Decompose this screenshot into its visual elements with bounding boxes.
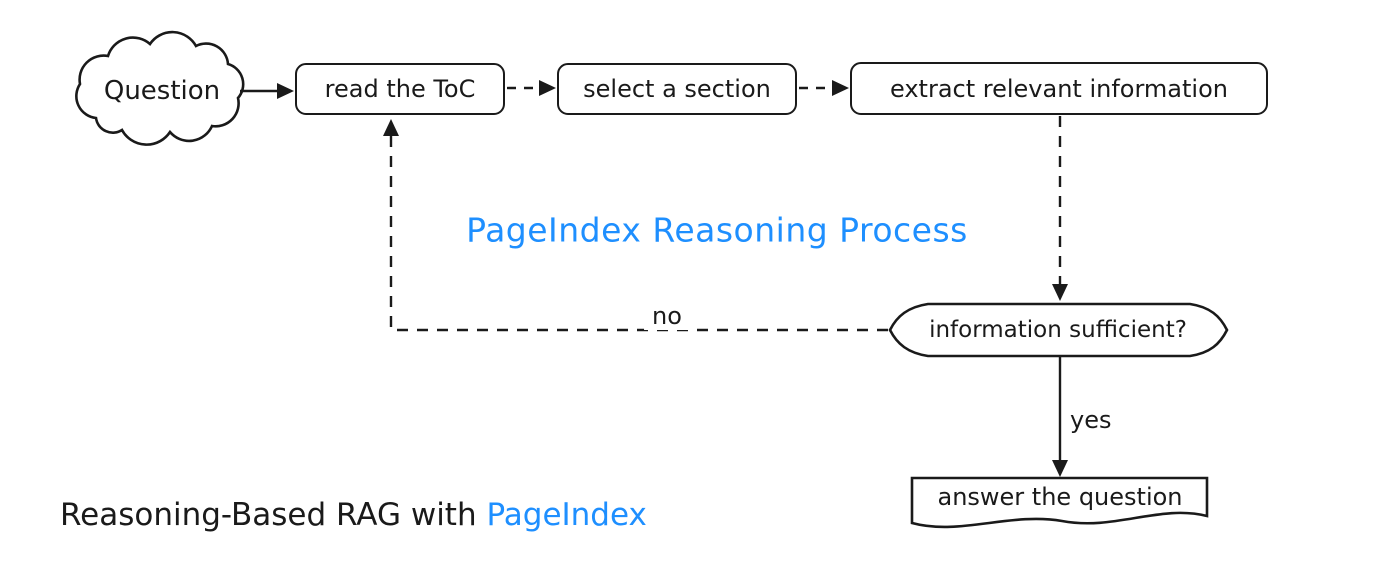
answer-label: answer the question	[937, 483, 1183, 511]
question-node-label: Question	[103, 76, 221, 106]
arrowhead-yes	[1052, 460, 1068, 477]
select-section-node: select a section	[557, 63, 797, 115]
select-section-label: select a section	[583, 75, 771, 103]
extract-info-node: extract relevant information	[850, 62, 1268, 115]
arrowhead-question-to-readtoc	[277, 83, 294, 99]
arrowhead-no-loop	[383, 119, 399, 136]
arrowhead-readtoc-to-select	[539, 80, 556, 96]
info-sufficient-label: information sufficient?	[929, 317, 1187, 343]
watermark-title: PageIndex Reasoning Process	[466, 210, 968, 250]
read-toc-label: read the ToC	[324, 75, 476, 103]
edge-label-no: no	[644, 302, 690, 330]
diagram-caption-text: Reasoning-Based RAG with	[60, 497, 487, 533]
extract-info-label: extract relevant information	[890, 74, 1228, 103]
arrowhead-select-to-extract	[832, 80, 849, 96]
diagram-caption-brand: PageIndex	[486, 497, 647, 533]
answer-document-shape	[910, 476, 1209, 529]
read-toc-node: read the ToC	[295, 63, 505, 115]
diagram-caption: Reasoning-Based RAG with PageIndex	[60, 497, 647, 533]
arrowhead-extract-to-sufficient	[1052, 284, 1068, 301]
info-sufficient-hexagon-shape	[888, 302, 1229, 358]
question-cloud-shape	[75, 30, 245, 146]
edge-label-yes: yes	[1070, 406, 1112, 434]
edge-no-loop	[389, 136, 888, 332]
